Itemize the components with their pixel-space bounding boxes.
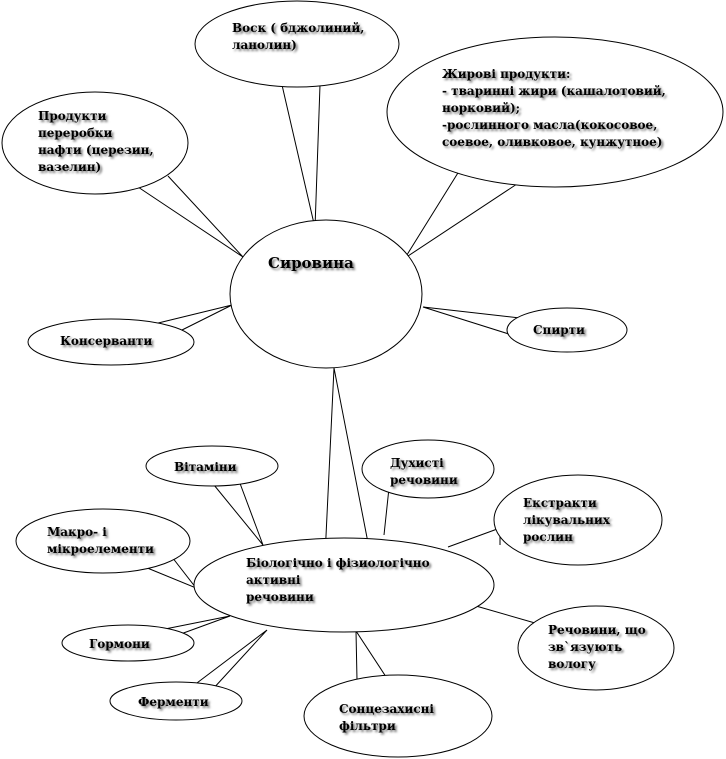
- oil-products-label: Продукти переробки нафти (церезин, вазел…: [38, 109, 154, 174]
- bio-center-bubble: [193, 537, 495, 633]
- wax-callout: [281, 84, 321, 229]
- vitamins-bubble: [145, 445, 279, 487]
- minerals-label: Макро- і мікроелементи: [47, 525, 154, 556]
- preservatives-bubble: [27, 318, 195, 366]
- wax-bubble: [194, 0, 400, 88]
- wax-label: Воск ( бджолиний, ланолин): [232, 21, 365, 52]
- aromatic-label: Духисті речовини: [390, 456, 458, 487]
- minerals-bubble: [15, 508, 191, 574]
- sunscreen-label: Сонцезахисні фільтри: [339, 702, 434, 733]
- alcohols-bubble: [506, 307, 628, 353]
- center-bubble: [229, 219, 423, 369]
- enzymes-callout: [184, 629, 268, 693]
- moisture-bubble: [517, 605, 675, 691]
- moisture-label: Речовини, що зв`язують вологу: [548, 623, 646, 671]
- vitamins-callout: [213, 477, 264, 546]
- preservatives-label: Консерванти: [60, 334, 153, 348]
- enzymes-label: Ферменти: [138, 695, 209, 709]
- fats-label: Жирові продукти: - тваринні жири (кашало…: [442, 67, 666, 149]
- fats-bubble: [386, 36, 724, 188]
- alcohols-callout: [422, 306, 521, 336]
- oil-products-callout: [134, 175, 244, 258]
- center-label: Сировина: [268, 254, 354, 272]
- extracts-callout: [447, 527, 501, 548]
- alcohols-label: Спирти: [533, 323, 585, 337]
- vitamins-label: Вітаміни: [174, 460, 237, 474]
- enzymes-bubble: [109, 681, 243, 721]
- sunscreen-bubble: [303, 674, 493, 758]
- hormones-label: Гормони: [89, 637, 150, 651]
- oil-products-bubble: [1, 91, 189, 195]
- aromatic-bubble: [361, 439, 495, 499]
- bio-center-label: Біологічно і фізиологічно активні речови…: [246, 556, 430, 604]
- extracts-label: Екстракти лікувальних рослин: [523, 496, 610, 544]
- hormones-bubble: [61, 624, 195, 662]
- extracts-bubble: [493, 474, 663, 566]
